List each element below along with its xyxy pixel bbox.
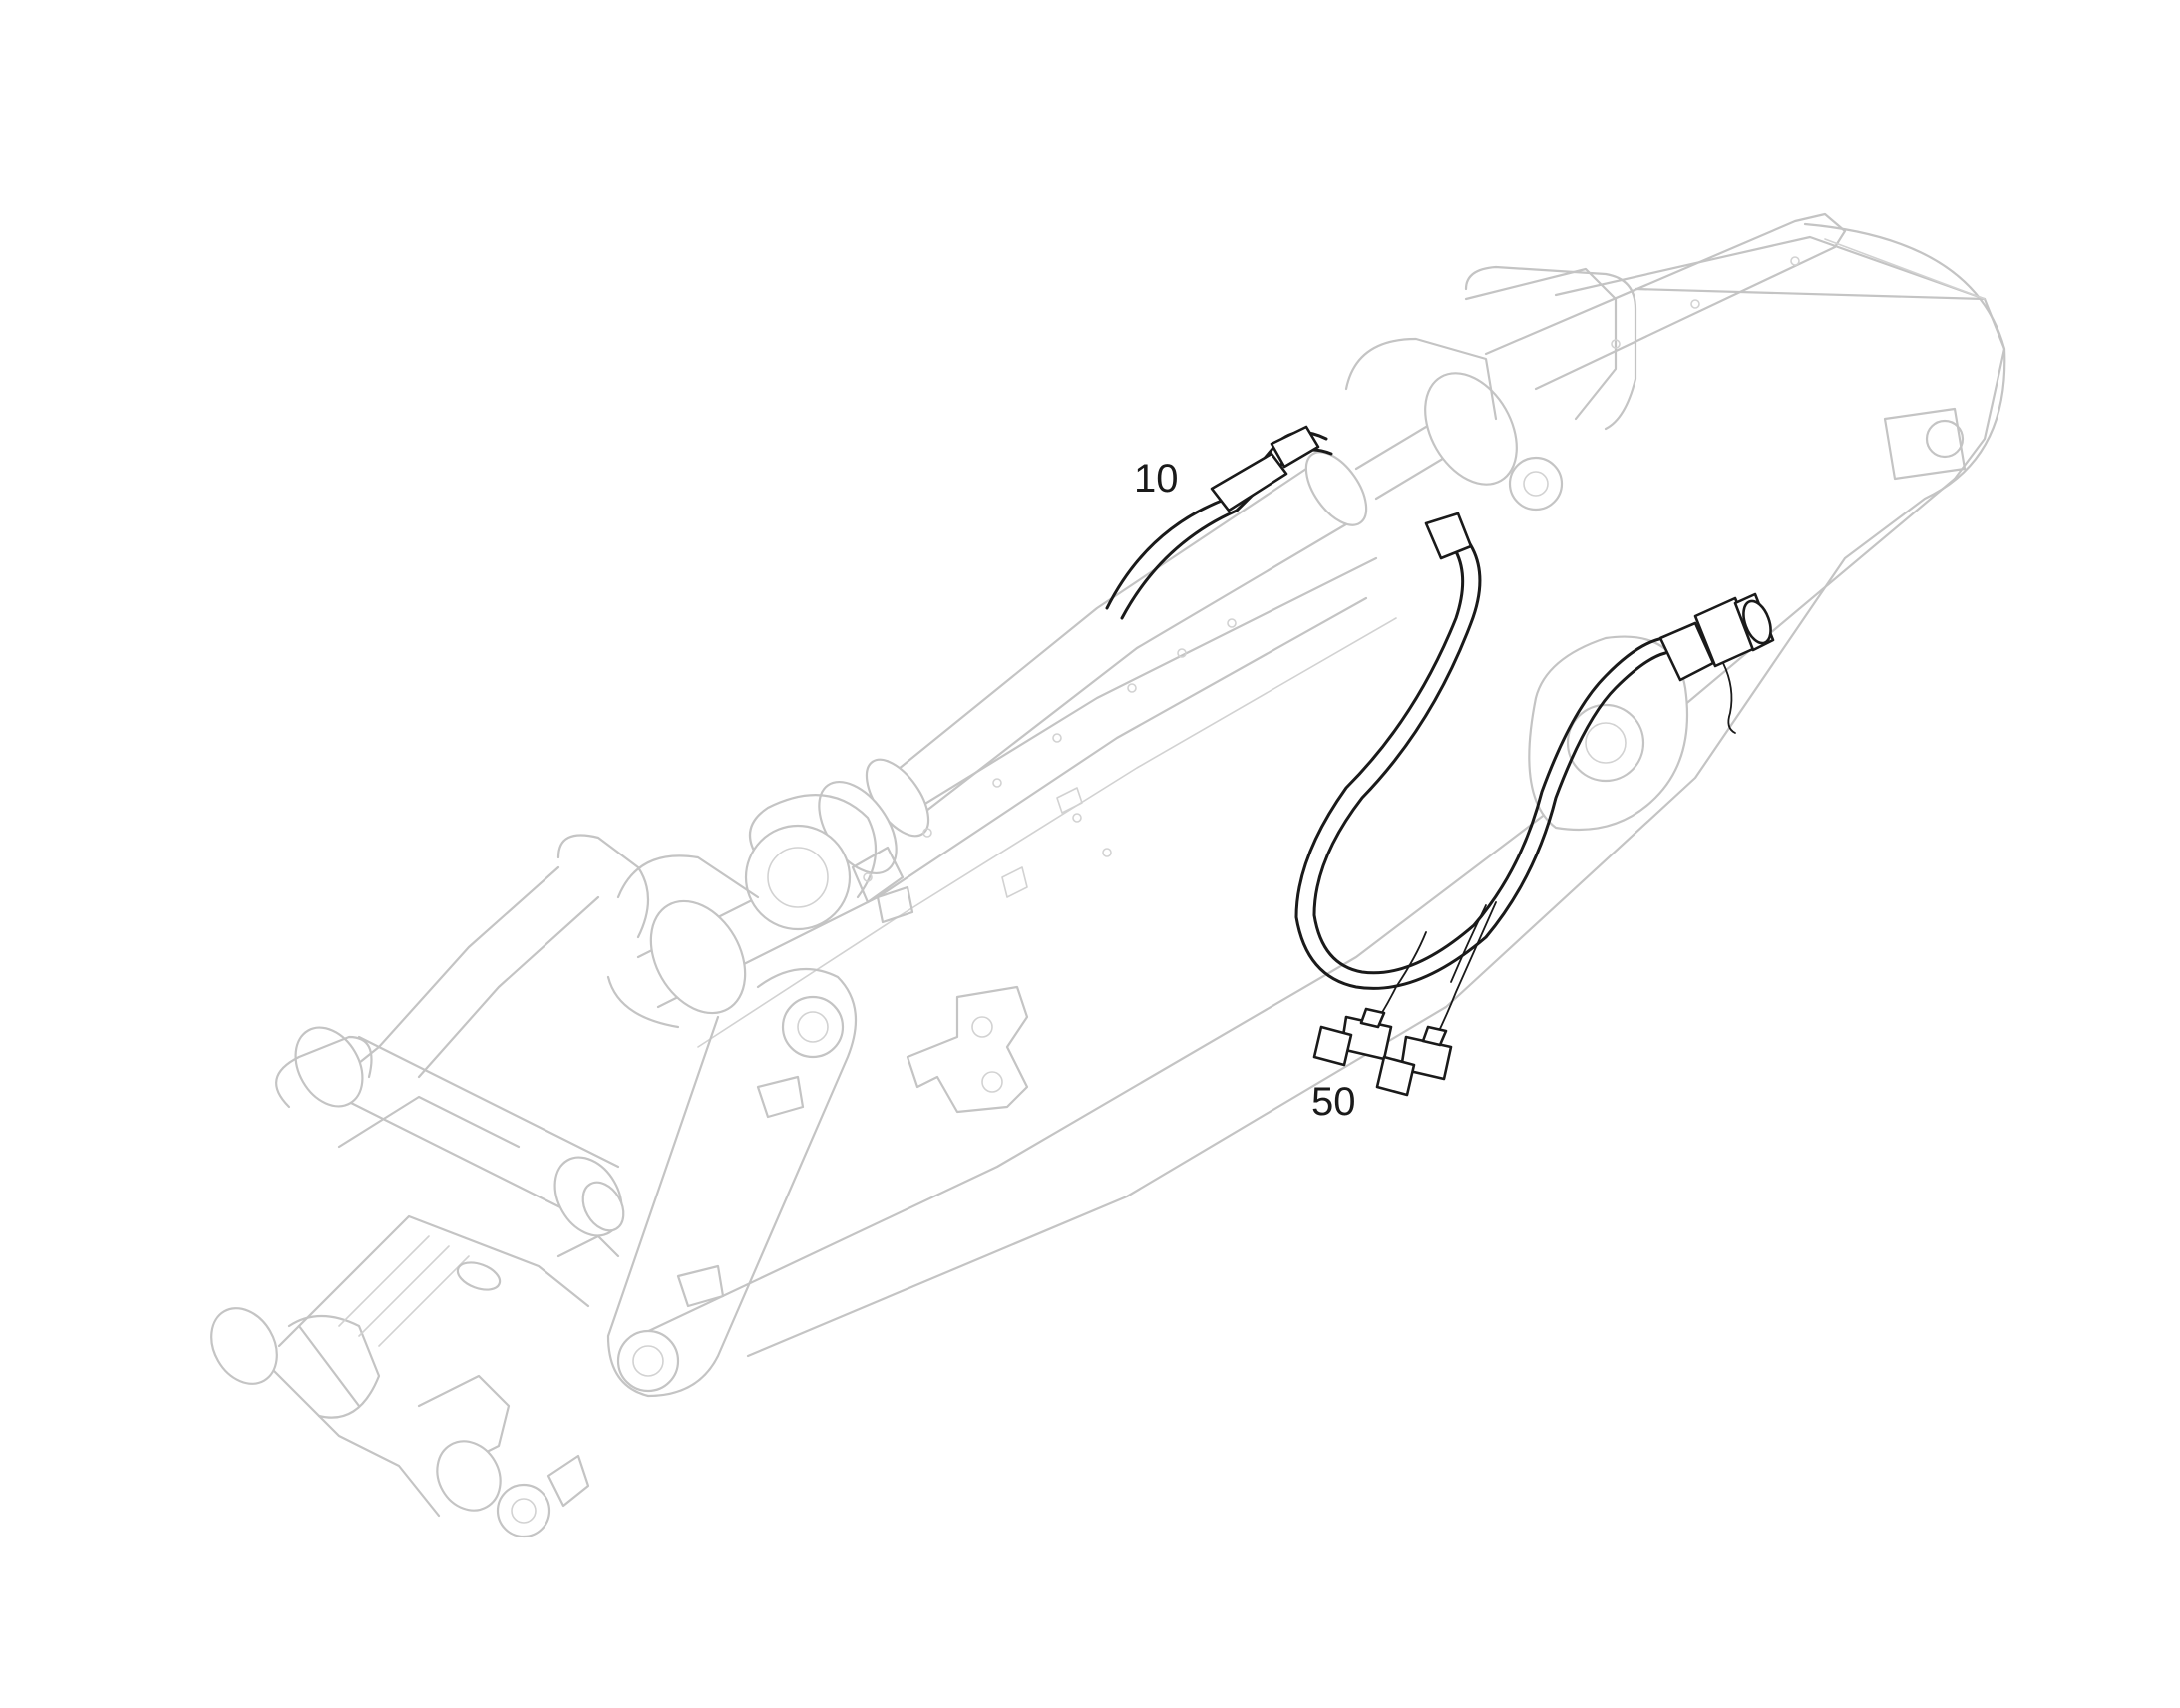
cylinder-barrel-bottom: [915, 516, 1358, 820]
chassis-lug: [287, 1315, 381, 1419]
frame-bracket-top: [556, 834, 649, 939]
chassis-boss: [456, 1261, 502, 1291]
mount-plate-hole-1: [971, 1016, 993, 1038]
callout-10: 10: [1134, 457, 1179, 501]
rod-pin: [1508, 456, 1564, 512]
frame-yoke-left: [275, 1035, 373, 1109]
mount-plate-hole-2: [981, 1071, 1003, 1093]
connector-cable-1: [1375, 931, 1427, 1023]
chassis-front-pin-inner: [511, 1498, 537, 1524]
hose-right-inner: [1312, 521, 1665, 975]
foot-yoke: [606, 854, 760, 1029]
coupling-tether: [1722, 662, 1736, 734]
head-pin: [1925, 419, 1965, 459]
chassis-front-pin-cap: [496, 1483, 551, 1538]
hose-right-ferrule-top: [1424, 512, 1473, 560]
chassis-pin-left: [210, 1307, 278, 1385]
boom-top-rail: [1554, 235, 1987, 301]
cylinder-foot-body: [748, 794, 878, 899]
link-arm-bottom-pin-inner: [632, 1345, 664, 1377]
cylinder-flange: [744, 824, 852, 931]
boom-holes: [863, 256, 1800, 898]
foot-eye: [649, 899, 747, 1015]
link-arm-top-pin: [781, 995, 845, 1059]
pivot-bore: [1566, 703, 1645, 783]
chassis-top: [277, 1214, 590, 1348]
rod-bracket: [1344, 267, 1618, 421]
connector-2-shell: [1421, 1025, 1448, 1047]
boom-top-surface-2: [656, 596, 1368, 1009]
frame-left-rail: [327, 865, 600, 1089]
chassis-front-lug: [546, 1454, 590, 1508]
connector-cable-2: [1435, 901, 1497, 1038]
boom-head-inner: [1824, 238, 1986, 300]
boom-upper-edge: [1484, 212, 1847, 391]
head-yoke: [1464, 265, 1637, 431]
boom-side-surface: [697, 617, 1397, 1048]
lower-frame-tube: [337, 1095, 620, 1258]
connector-assembly: [1312, 901, 1497, 1097]
cross-tube: [317, 1035, 620, 1218]
hose-right-outer: [1294, 526, 1667, 990]
cylinder-ports: [851, 846, 914, 924]
connector-cable-2b: [1450, 904, 1487, 983]
boom-head: [746, 222, 2006, 1358]
link-arm: [606, 967, 858, 1398]
chassis-front-pin: [436, 1440, 502, 1512]
hose-assembly: [1105, 425, 1775, 990]
cross-tube-cap: [581, 1181, 625, 1232]
connector-1-plug: [1312, 1025, 1353, 1067]
head-lug: [1883, 407, 1967, 481]
boom-structure: [210, 212, 2006, 1538]
hose-left-ferrule-end: [1270, 425, 1320, 469]
chassis-side: [257, 1324, 441, 1518]
cylinder-collar-1: [1304, 451, 1368, 526]
pivot-bore-inner: [1585, 722, 1627, 764]
coupling-cap: [1742, 599, 1772, 645]
cylinder-flange-inner: [767, 847, 829, 908]
cross-tube-end-left: [294, 1026, 364, 1108]
rod-pin-inner: [1523, 471, 1549, 497]
mount-plate: [906, 985, 1029, 1114]
link-arm-tab: [676, 1075, 805, 1308]
link-arm-bottom-pin: [616, 1329, 680, 1393]
connector-2-plug: [1375, 1055, 1416, 1097]
cylinder-barrel-top: [886, 467, 1308, 780]
callout-50: 50: [1311, 1080, 1356, 1124]
hose-left-ferrule: [1210, 452, 1288, 512]
chassis-rail: [338, 1235, 470, 1347]
link-arm-top-pin-inner: [797, 1011, 829, 1043]
connector-1-shell: [1359, 1007, 1386, 1029]
